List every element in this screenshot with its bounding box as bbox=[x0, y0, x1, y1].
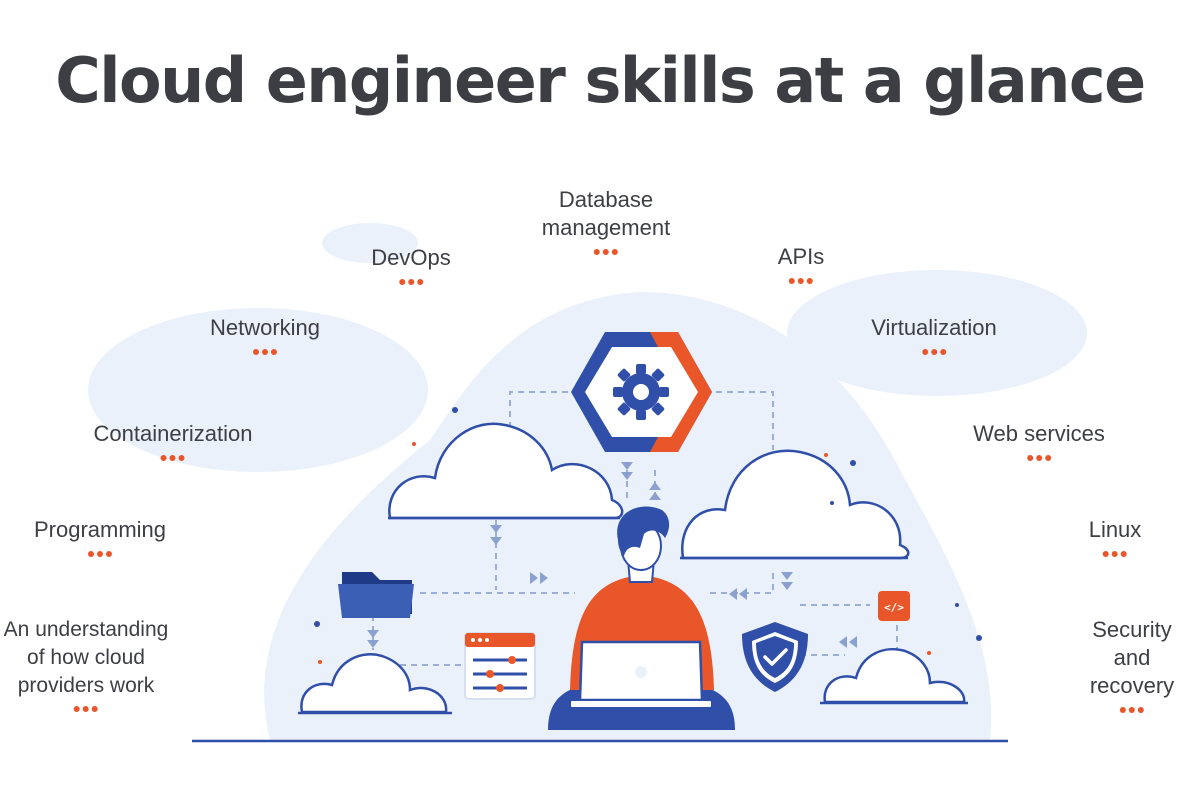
svg-text:</>: </> bbox=[884, 601, 904, 614]
skill-label: Database management bbox=[541, 187, 671, 240]
skill-devops: DevOps bbox=[371, 244, 451, 285]
skill-label: Networking bbox=[209, 315, 321, 340]
skill-label: Web services bbox=[973, 421, 1105, 446]
dots-icon bbox=[542, 248, 670, 255]
dots-icon bbox=[1089, 550, 1142, 557]
skill-label: APIs bbox=[777, 244, 825, 269]
skill-web-services: Web services bbox=[973, 420, 1105, 461]
skill-label: Security and recovery bbox=[1089, 617, 1175, 698]
settings-panel bbox=[464, 632, 536, 700]
page-title: Cloud engineer skills at a glance bbox=[55, 44, 1146, 117]
dots-icon bbox=[371, 278, 450, 285]
folder-icon bbox=[338, 572, 414, 618]
dots-icon bbox=[4, 706, 169, 712]
cloud-top-left bbox=[388, 422, 624, 520]
skill-apis: APIs bbox=[777, 243, 825, 284]
dots-icon bbox=[94, 454, 253, 461]
skill-label: Virtualization bbox=[871, 315, 997, 340]
skill-database-management: Database management bbox=[541, 186, 671, 255]
skill-security-recovery: Security and recovery bbox=[1089, 616, 1175, 713]
skill-networking: Networking bbox=[209, 314, 321, 355]
code-badge-icon: </> bbox=[878, 591, 910, 621]
skill-containerization: Containerization bbox=[93, 420, 253, 461]
decorative-dots bbox=[314, 407, 982, 664]
dots-icon bbox=[778, 277, 824, 284]
skill-label: Linux bbox=[1088, 517, 1142, 542]
person-with-laptop bbox=[548, 506, 735, 730]
skill-cloud-providers: An understanding of how cloud providers … bbox=[3, 616, 169, 712]
dots-icon bbox=[34, 550, 166, 557]
skill-label: DevOps bbox=[371, 245, 451, 270]
skill-virtualization: Virtualization bbox=[871, 314, 997, 355]
cloud-bottom-left bbox=[298, 653, 452, 715]
gear-icon bbox=[571, 332, 712, 452]
dots-icon bbox=[973, 454, 1105, 461]
skill-label: An understanding of how cloud providers … bbox=[3, 618, 169, 697]
flow-arrows bbox=[367, 462, 857, 648]
skill-linux: Linux bbox=[1088, 516, 1142, 557]
skill-label: Programming bbox=[33, 517, 167, 542]
dots-icon bbox=[1090, 706, 1174, 713]
skill-label: Containerization bbox=[93, 421, 253, 446]
cloud-bottom-right bbox=[820, 647, 968, 705]
cloud-right bbox=[680, 449, 910, 560]
dots-icon bbox=[210, 348, 320, 355]
shield-icon bbox=[742, 622, 808, 692]
dots-icon bbox=[871, 348, 997, 355]
skill-programming: Programming bbox=[33, 516, 167, 557]
